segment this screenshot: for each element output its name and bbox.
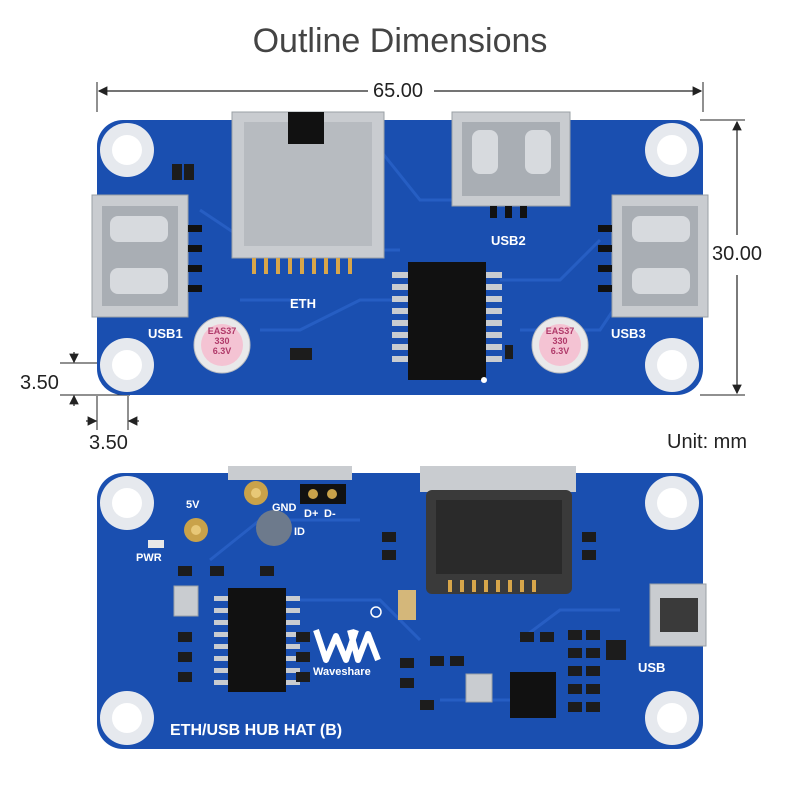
cap2-line-1: EAS37 xyxy=(545,326,575,336)
height-label: 30.00 xyxy=(712,243,763,265)
cap2-line-3: 6.3V xyxy=(550,346,570,356)
usb1-port xyxy=(91,194,202,318)
usb3-port xyxy=(598,194,709,318)
waveshare-logo xyxy=(313,606,382,663)
dplus-label: D+ xyxy=(304,508,319,520)
fuse xyxy=(398,590,416,620)
cap2-line-2: 330 xyxy=(552,336,568,346)
hub-ic xyxy=(392,262,502,383)
bottom-ic xyxy=(214,588,300,692)
hole-offset-x-label: 3.50 xyxy=(89,432,128,454)
gnd-label: GND xyxy=(272,502,297,514)
top-board xyxy=(91,111,709,395)
id-label: ID xyxy=(294,526,305,538)
brand-label: Waveshare xyxy=(313,666,371,678)
qfn-chip xyxy=(510,672,556,718)
mounting-hole xyxy=(645,338,699,392)
capacitor-2 xyxy=(531,316,589,374)
usb1-label: USB1 xyxy=(148,326,183,341)
usb3-label: USB3 xyxy=(611,326,646,341)
mounting-hole xyxy=(645,476,699,530)
mounting-hole xyxy=(645,691,699,745)
5v-label: 5V xyxy=(186,499,200,511)
hole-offset-y-label: 3.50 xyxy=(20,372,59,394)
capacitor-1-marking: EAS37 330 6.3V xyxy=(205,326,239,356)
micro-usb-port xyxy=(649,583,707,647)
capacitor-2-marking: EAS37 330 6.3V xyxy=(543,326,577,356)
bottom-board xyxy=(97,466,707,749)
height-dimension xyxy=(700,119,745,396)
page-title: Outline Dimensions xyxy=(252,22,548,60)
eth-label: ETH xyxy=(290,296,316,311)
product-name: ETH/USB HUB HAT (B) xyxy=(170,722,343,739)
usb2-port xyxy=(451,111,571,218)
usb2-label: USB2 xyxy=(491,233,526,248)
unit-label: Unit: mm xyxy=(667,431,747,453)
mounting-hole xyxy=(645,123,699,177)
capacitor-1 xyxy=(193,316,251,374)
width-label: 65.00 xyxy=(373,80,424,102)
ethernet-port xyxy=(231,111,385,274)
crystal-2 xyxy=(173,585,199,617)
pwr-led xyxy=(148,540,164,548)
smd-components xyxy=(178,532,626,712)
mounting-hole xyxy=(100,691,154,745)
ethernet-back xyxy=(420,466,576,594)
width-dimension xyxy=(96,82,704,112)
usb-label: USB xyxy=(638,660,666,675)
mounting-hole xyxy=(100,338,154,392)
mounting-hole xyxy=(100,123,154,177)
cap1-line-1: EAS37 xyxy=(207,326,237,336)
pogo-pins xyxy=(184,481,346,546)
usb-back-tab xyxy=(228,466,352,480)
mounting-hole xyxy=(100,476,154,530)
crystal xyxy=(465,673,493,703)
dminus-label: D- xyxy=(324,508,336,520)
cap1-line-3: 6.3V xyxy=(212,346,232,356)
pwr-label: PWR xyxy=(136,552,162,564)
cap1-line-2: 330 xyxy=(214,336,230,346)
